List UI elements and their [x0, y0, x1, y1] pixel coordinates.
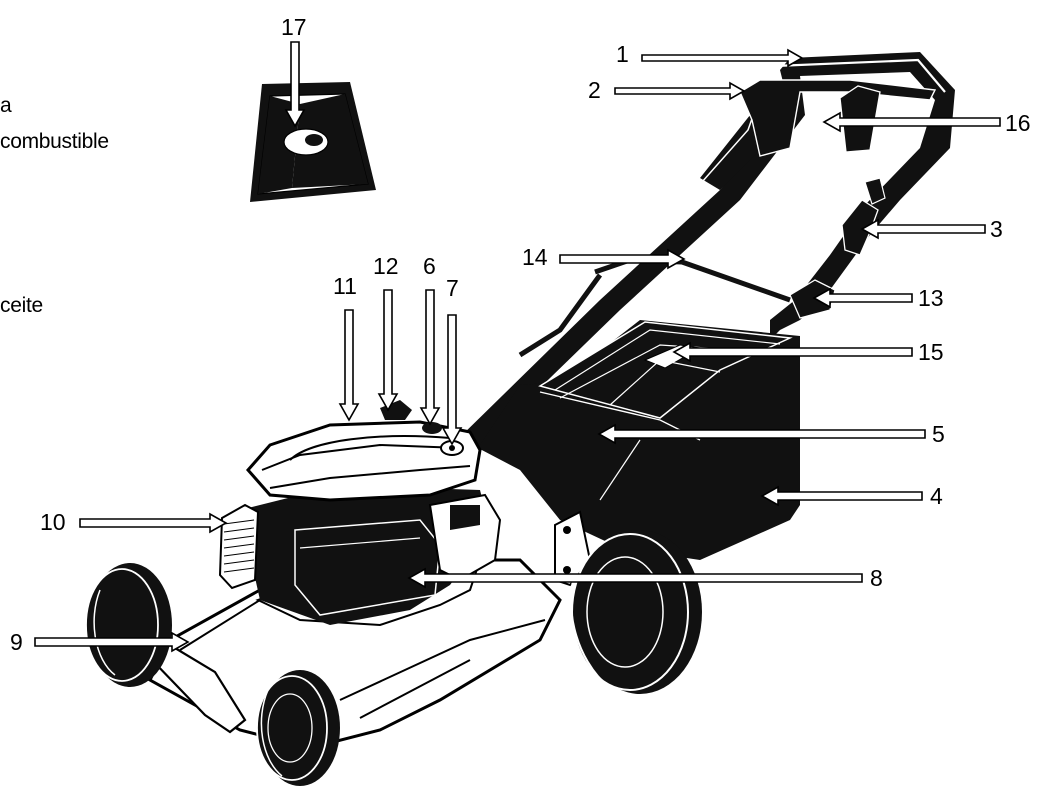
callout-arrow-6 — [419, 289, 441, 426]
callout-arrow-3 — [860, 218, 986, 240]
callout-arrow-7 — [441, 314, 463, 446]
callout-label-3: 3 — [990, 216, 1003, 242]
callout-arrow-1 — [641, 48, 804, 68]
callout-label-11: 11 — [333, 273, 357, 299]
callout-label-6: 6 — [423, 253, 436, 279]
callout-arrow-17 — [284, 41, 306, 128]
callout-arrow-5 — [597, 423, 926, 445]
callout-label-13: 13 — [918, 285, 944, 311]
front-left-wheel — [85, 563, 172, 687]
callout-label-5: 5 — [932, 421, 945, 447]
callout-arrow-11 — [338, 309, 360, 422]
callout-arrow-2 — [614, 81, 746, 101]
callout-arrow-16 — [822, 111, 1001, 133]
callout-label-9: 9 — [10, 629, 23, 655]
rear-wheel — [570, 530, 702, 694]
callout-label-1: 1 — [616, 41, 629, 67]
callout-arrow-12 — [377, 289, 399, 412]
callout-label-10: 10 — [40, 509, 66, 535]
callout-label-2: 2 — [588, 77, 601, 103]
fuel-cap-inset — [250, 82, 376, 202]
callout-arrow-8 — [407, 567, 863, 589]
callout-arrow-4 — [760, 485, 923, 507]
callout-label-17: 17 — [281, 14, 307, 40]
callout-arrow-15 — [672, 341, 913, 363]
callout-numbers: 1 2 16 17 3 14 12 6 11 7 13 15 5 4 10 8 … — [10, 14, 1031, 655]
callout-label-4: 4 — [930, 483, 943, 509]
callout-label-8: 8 — [870, 565, 883, 591]
callout-arrow-14 — [559, 248, 686, 270]
callout-arrow-10 — [79, 512, 228, 534]
callout-label-16: 16 — [1005, 110, 1031, 136]
callout-label-14: 14 — [522, 244, 548, 270]
callout-arrow-13 — [812, 287, 913, 309]
callout-label-15: 15 — [918, 339, 944, 365]
callout-label-7: 7 — [446, 275, 459, 301]
callout-arrow-9 — [34, 631, 190, 653]
engine — [218, 400, 502, 625]
front-right-wheel — [256, 670, 340, 786]
cropped-text-ceite: ceite — [0, 294, 43, 317]
callout-label-12: 12 — [373, 253, 399, 279]
cropped-text-combustible: combustible — [0, 130, 109, 153]
cropped-text-a: a — [0, 94, 12, 117]
callout-arrows — [34, 41, 1001, 653]
wheels — [85, 530, 702, 786]
